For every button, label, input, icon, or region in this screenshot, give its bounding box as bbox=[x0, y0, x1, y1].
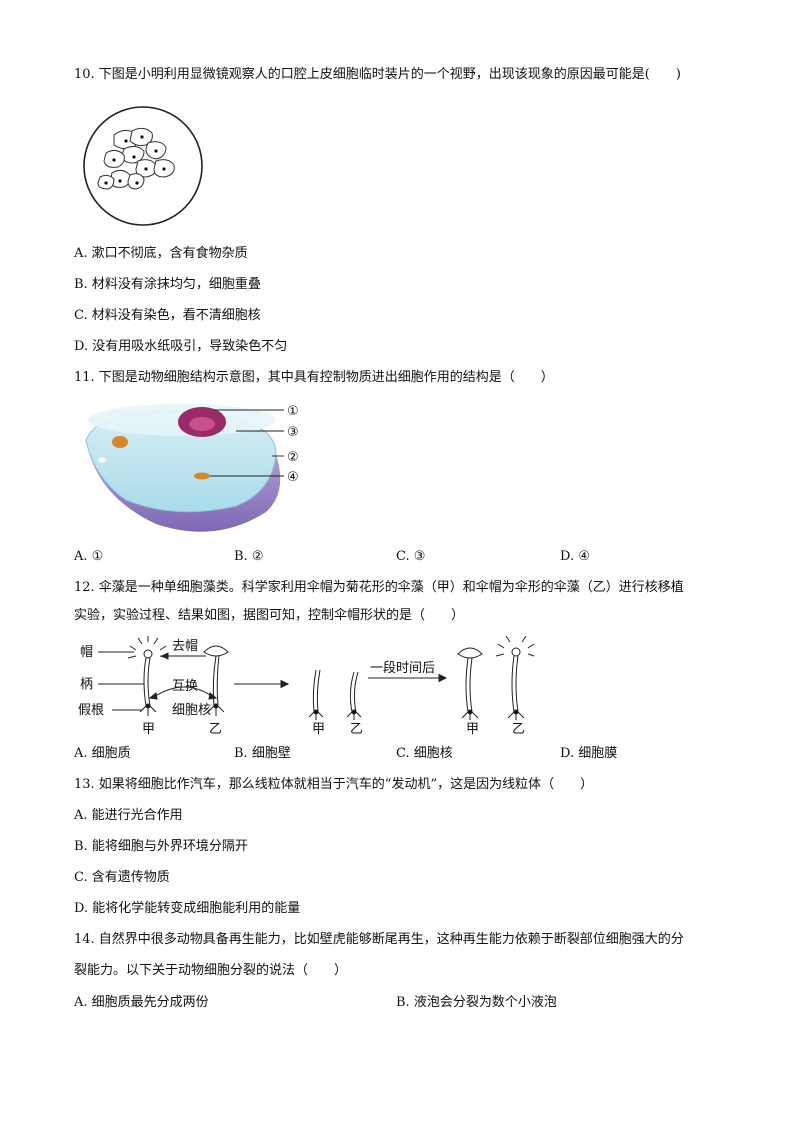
q11-stem: 11. 下图是动物细胞结构示意图，其中具有控制物质进出细胞作用的结构是（ ） bbox=[74, 370, 554, 385]
label-2: ② bbox=[287, 450, 299, 465]
q14-stem-line2: 裂能力。以下关于动物细胞分裂的说法（ ） bbox=[74, 963, 348, 978]
q10-stem: 10. 下图是小明利用显微镜观察人的口腔上皮细胞临时装片的一个视野，出现该现象的… bbox=[74, 67, 681, 82]
svg-text:乙: 乙 bbox=[209, 722, 222, 737]
svg-text:乙: 乙 bbox=[512, 722, 525, 737]
result-jia-umbrella bbox=[457, 647, 483, 720]
q12-stem-line1: 12. 伞藻是一种单细胞藻类。科学家利用伞帽为菊花形的伞藻（甲）和伞帽为伞形的伞… bbox=[74, 580, 684, 595]
acetabularia-jia bbox=[127, 636, 169, 716]
q13-stem: 13. 如果将细胞比作汽车，那么线粒体就相当于汽车的“发动机”，这是因为线粒体（… bbox=[74, 777, 594, 792]
svg-text:甲: 甲 bbox=[142, 722, 155, 737]
q13-option-b[interactable]: B. 能将细胞与外界环境分隔开 bbox=[74, 839, 248, 854]
svg-text:去帽: 去帽 bbox=[172, 638, 198, 654]
svg-text:甲: 甲 bbox=[312, 722, 325, 737]
q12-option-c[interactable]: C. 细胞核 bbox=[396, 746, 453, 761]
svg-text:假根: 假根 bbox=[78, 703, 104, 718]
q12-option-a[interactable]: A. 细胞质 bbox=[74, 746, 131, 761]
q11-option-d[interactable]: D. ④ bbox=[560, 549, 590, 564]
q12-option-b[interactable]: B. 细胞壁 bbox=[234, 746, 291, 761]
q12-acetabularia-figure: 帽 柄 假根 去帽 互换 细胞核 一段时间后 甲 乙 甲 乙 甲 乙 bbox=[78, 636, 535, 737]
label-4: ④ bbox=[287, 470, 299, 485]
q13-option-c[interactable]: C. 含有遗传物质 bbox=[74, 870, 170, 885]
svg-text:一段时间后: 一段时间后 bbox=[370, 661, 435, 676]
q13-option-a[interactable]: A. 能进行光合作用 bbox=[74, 808, 183, 823]
svg-text:乙: 乙 bbox=[350, 722, 363, 737]
q13-option-d[interactable]: D. 能将化学能转变成细胞能利用的能量 bbox=[74, 901, 301, 916]
q11-option-a[interactable]: A. ① bbox=[74, 549, 104, 564]
svg-text:甲: 甲 bbox=[466, 722, 479, 737]
acetabularia-yi bbox=[203, 645, 229, 716]
q12-stem-line2: 实验，实验过程、结果如图，据图可知，控制伞帽形状的是（ ） bbox=[74, 608, 465, 623]
label-1: ① bbox=[287, 404, 299, 419]
q11-option-c[interactable]: C. ③ bbox=[396, 549, 426, 564]
svg-text:柄: 柄 bbox=[80, 677, 93, 692]
q12-option-d[interactable]: D. 细胞膜 bbox=[560, 746, 618, 761]
q14-option-a[interactable]: A. 细胞质最先分成两份 bbox=[74, 995, 209, 1010]
svg-text:细胞核: 细胞核 bbox=[172, 703, 211, 718]
q10-option-b[interactable]: B. 材料没有涂抹均匀，细胞重叠 bbox=[74, 277, 261, 292]
result-yi-chrysanthemum bbox=[495, 636, 535, 720]
q14-stem-line1: 14. 自然界中很多动物具备再生能力，比如壁虎能够断尾再生，这种再生能力依赖于断… bbox=[74, 932, 684, 947]
q10-microscope-field-figure bbox=[83, 106, 203, 226]
svg-text:帽: 帽 bbox=[80, 644, 93, 660]
q10-option-c[interactable]: C. 材料没有染色，看不清细胞核 bbox=[74, 308, 261, 323]
q11-option-b[interactable]: B. ② bbox=[234, 549, 264, 564]
mitochondrion-center bbox=[194, 472, 210, 480]
mitochondrion-left bbox=[112, 436, 128, 448]
label-3: ③ bbox=[287, 425, 299, 440]
q14-option-b[interactable]: B. 液泡会分裂为数个小液泡 bbox=[396, 995, 557, 1010]
q10-option-a[interactable]: A. 漱口不彻底，含有食物杂质 bbox=[74, 246, 248, 261]
q11-animal-cell-figure: ① ③ ② ④ bbox=[85, 404, 299, 532]
q10-option-d[interactable]: D. 没有用吸水纸吸引，导致染色不匀 bbox=[74, 339, 288, 354]
